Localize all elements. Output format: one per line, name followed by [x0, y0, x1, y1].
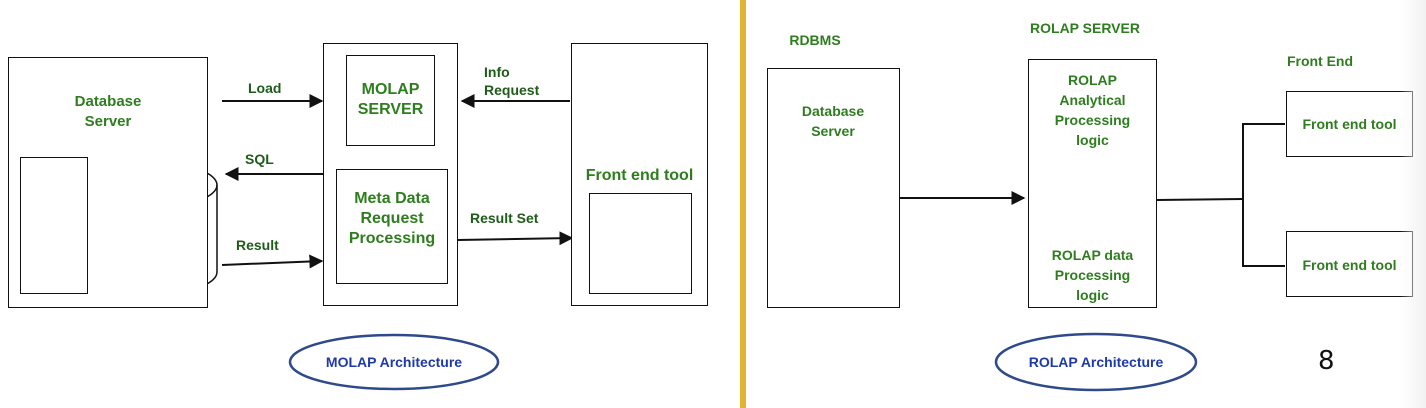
rolap-server-title: ROLAP SERVER: [1030, 20, 1140, 36]
frontend-branch-line: [1242, 123, 1285, 267]
rolap-data-processing-label: ROLAP data Processing logic: [1051, 247, 1134, 303]
molap-server-box: [346, 55, 435, 146]
rolap-caption-oval: [994, 332, 1198, 392]
rolap-analytical-label: ROLAP Analytical Processing logic: [1054, 72, 1131, 148]
molap-database-server-label: Database Server: [74, 93, 142, 130]
sql-label: SQL: [245, 151, 274, 167]
molap-front-end-label: Front end tool: [585, 167, 694, 184]
slide-divider: [740, 0, 746, 408]
result-set-arrow: [457, 231, 574, 246]
molap-storage-rect: [20, 157, 88, 294]
meta-data-label: Meta Data Request Processing: [348, 190, 436, 247]
molap-caption-oval: [288, 333, 500, 391]
rolap-database-server-label: Database Server: [801, 103, 865, 139]
result-set-label: Result Set: [470, 210, 539, 226]
page-number: 8: [1318, 346, 1335, 376]
result-label: Result: [236, 237, 279, 253]
info-request-label: Info Request: [484, 64, 540, 98]
rolap-server-box: [1028, 59, 1157, 308]
front-end-tool-box-1: [1286, 91, 1413, 157]
molap-front-end-inner-rect: [589, 193, 692, 294]
result-arrow: [221, 254, 324, 269]
right-edge-shadow: [1400, 0, 1426, 408]
molap-server-label: MOLAP SERVER: [357, 81, 424, 118]
front-end-tool-label-1: Front end tool: [1302, 116, 1397, 132]
molap-caption: MOLAP Architecture: [325, 354, 463, 370]
front-end-tool-label-2: Front end tool: [1302, 257, 1397, 273]
load-label: Load: [248, 80, 282, 96]
rolap-caption: ROLAP Architecture: [1028, 354, 1164, 370]
front-end-title: Front End: [1286, 53, 1354, 69]
meta-data-box: [336, 169, 448, 284]
rdbms-label: RDBMS: [789, 32, 841, 48]
rolap-database-server-box: [767, 68, 900, 308]
